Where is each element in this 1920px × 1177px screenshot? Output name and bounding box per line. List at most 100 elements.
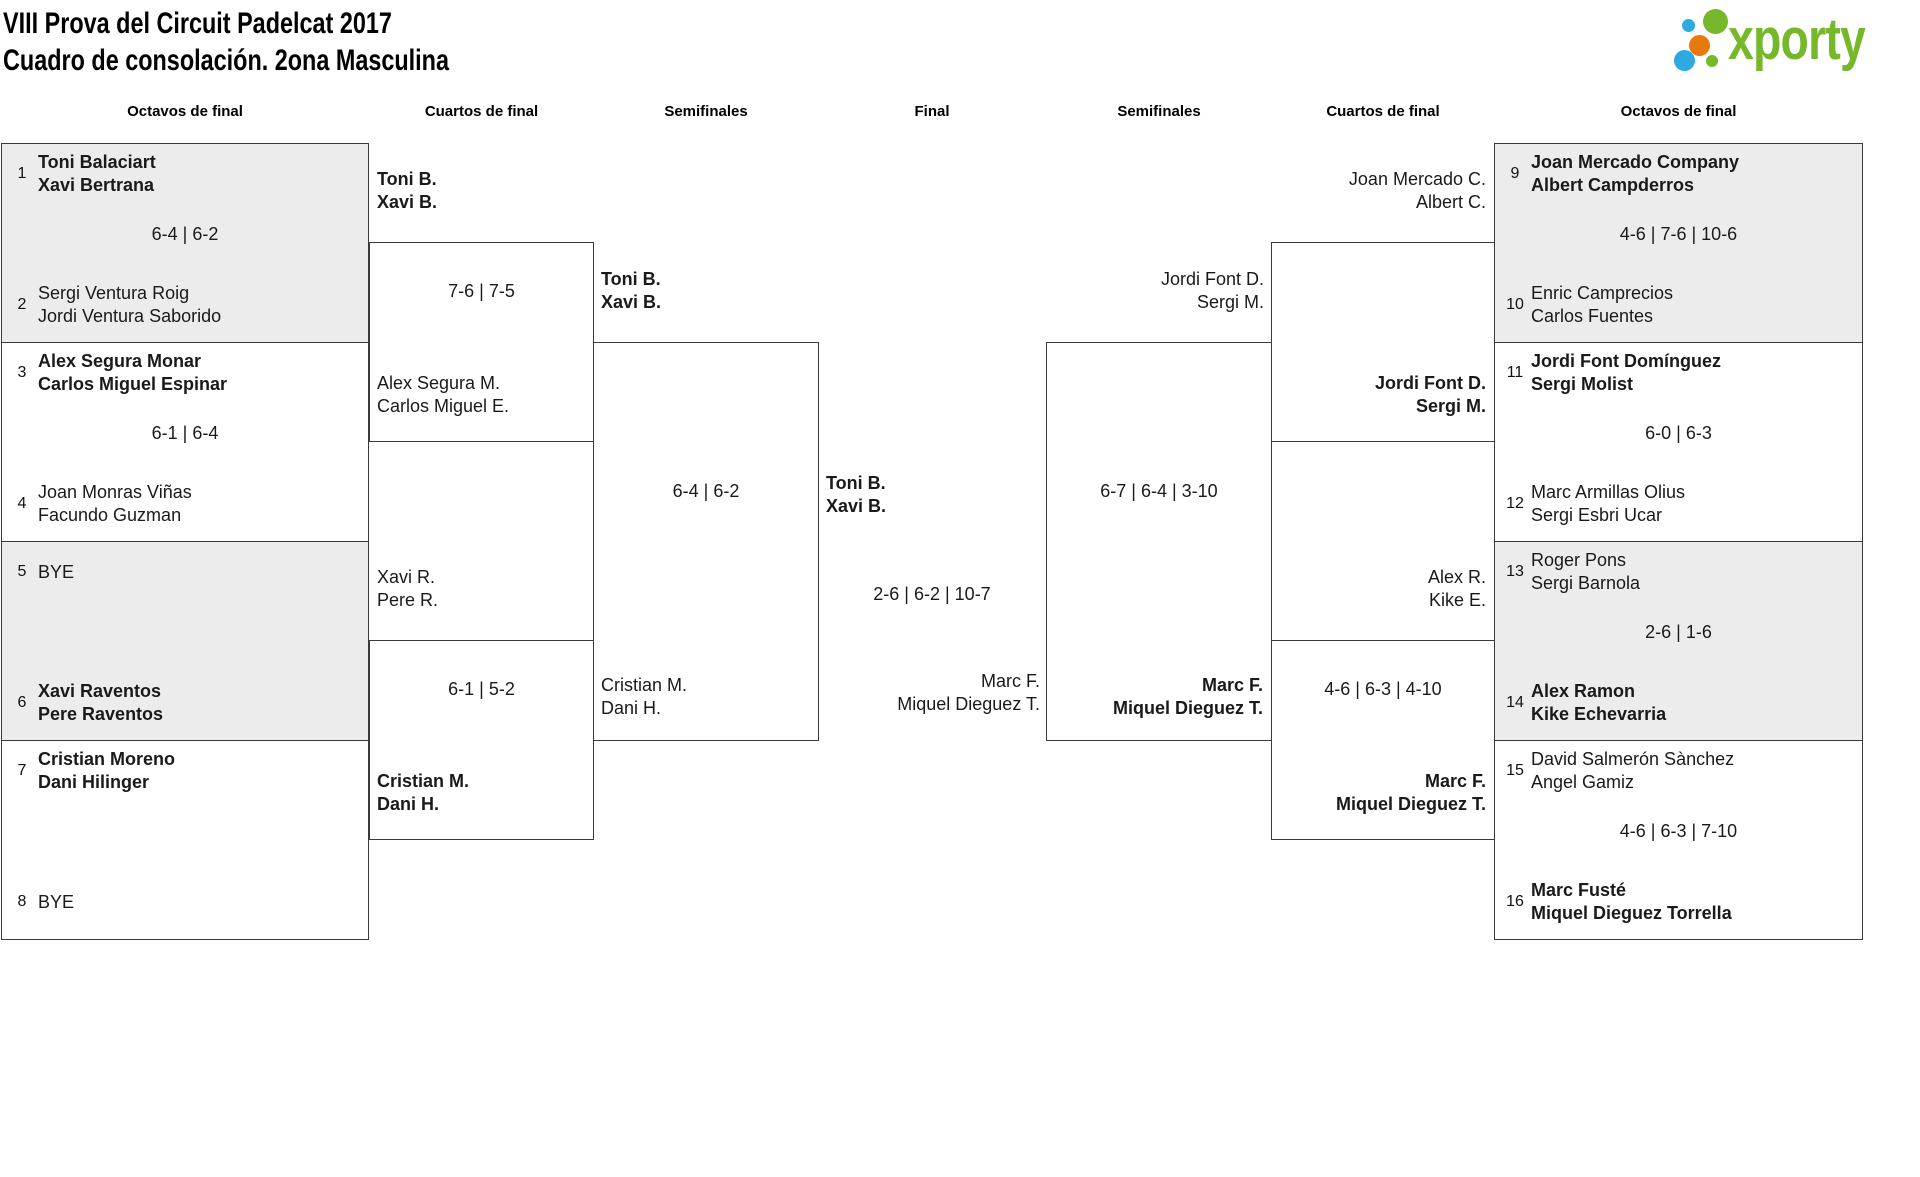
team-names: Cristian M. Dani H. — [377, 770, 469, 816]
team-names: Cristian M. Dani H. — [601, 674, 687, 720]
team-slot: 11 Jordi Font Domínguez Sergi Molist — [1503, 351, 1856, 395]
player-name: Enric Camprecios — [1531, 283, 1674, 303]
player-name: Angel Gamiz — [1531, 772, 1635, 792]
advancing-team-label: Xavi R. Pere R. — [377, 566, 438, 612]
player-name: Cristian M. — [377, 771, 470, 791]
round-header-cuartos-left: Cuartos de final — [424, 103, 539, 120]
team-slot: 2 Sergi Ventura Roig Jordi Ventura Sabor… — [10, 283, 362, 327]
player-name: Sergi Barnola — [1531, 573, 1641, 593]
final-runnerup-label: Marc F. Miquel Dieguez T. — [818, 670, 1040, 716]
round-header-octavos-right: Octavos de final — [1620, 103, 1737, 120]
player-name: Marc F. — [1424, 771, 1486, 791]
team-slot: 8 BYE — [10, 880, 362, 924]
final-winner-label: Toni B. Xavi B. — [826, 472, 886, 518]
seed-number: 4 — [17, 495, 27, 512]
player-name: Carlos Miguel Espinar — [38, 374, 228, 394]
player-name: Xavi Raventos — [38, 681, 162, 701]
match-octavos-left-2: 3 Alex Segura Monar Carlos Miguel Espina… — [1, 342, 369, 542]
round-header-octavos-left: Octavos de final — [127, 103, 243, 120]
team-names: Joan Monras Viñas Facundo Guzman — [38, 481, 192, 527]
seed-number: 16 — [1506, 893, 1524, 910]
match-score: 2-6 | 1-6 — [1645, 622, 1712, 642]
page-title-line1: VIII Prova del Circuit Padelcat 2017 — [3, 7, 392, 40]
player-name: Pere Raventos — [38, 704, 164, 724]
team-names: Sergi Ventura Roig Jordi Ventura Saborid… — [38, 282, 221, 328]
logo-dot-orange-icon — [1689, 35, 1710, 56]
team-names: Joan Mercado Company Albert Campderros — [1531, 151, 1739, 197]
final-score: 2-6 | 6-2 | 10-7 — [873, 584, 991, 604]
player-name: Miquel Dieguez T. — [1335, 794, 1486, 814]
player-name: Toni B. — [826, 473, 886, 493]
logo-dot-green-small-icon — [1706, 55, 1718, 67]
match-score: 4-6 | 7-6 | 10-6 — [1619, 224, 1738, 244]
seed-number: 13 — [1506, 563, 1524, 580]
player-name: Toni B. — [377, 169, 437, 189]
seed-number: 5 — [17, 563, 27, 580]
seed-number: 12 — [1506, 495, 1524, 512]
team-slot: 16 Marc Fusté Miquel Dieguez Torrella — [1503, 880, 1856, 924]
team-slot: 4 Joan Monras Viñas Facundo Guzman — [10, 482, 362, 526]
player-name: Xavi B. — [377, 192, 438, 212]
team-names: BYE — [38, 561, 74, 584]
team-slot: 5 BYE — [10, 550, 362, 594]
team-slot: 9 Joan Mercado Company Albert Campderros — [1503, 152, 1856, 196]
match-octavos-left-1: 1 Toni Balaciart Xavi Bertrana 6-4 | 6-2… — [1, 143, 369, 343]
player-name: Miquel Dieguez T. — [1112, 698, 1263, 718]
player-name: Pere R. — [377, 590, 439, 610]
team-names: David Salmerón Sànchez Angel Gamiz — [1531, 748, 1734, 794]
player-name: Marc Armillas Olius — [1531, 482, 1686, 502]
match-score: 6-1 | 5-2 — [448, 679, 515, 699]
player-name: Alex Ramon — [1531, 681, 1636, 701]
player-name: Carlos Miguel E. — [377, 396, 510, 416]
player-name: Sergi M. — [1415, 396, 1486, 416]
player-name: Cristian Moreno — [38, 749, 176, 769]
team-names: Xavi Raventos Pere Raventos — [38, 680, 163, 726]
player-name: BYE — [38, 561, 75, 582]
match-score: 6-4 | 6-2 — [672, 481, 740, 501]
seed-number: 2 — [17, 296, 27, 313]
team-slot: 15 David Salmerón Sànchez Angel Gamiz — [1503, 749, 1856, 793]
team-names: Alex Segura M. Carlos Miguel E. — [377, 372, 509, 418]
match-score: 6-7 | 6-4 | 3-10 — [1100, 481, 1218, 501]
seed-number: 1 — [17, 165, 27, 182]
match-semifinal-left: 6-4 | 6-2 Cristian M. Dani H. — [593, 342, 819, 741]
player-name: Dani H. — [601, 698, 662, 718]
player-name: Roger Pons — [1531, 550, 1627, 570]
player-name: Jordi Font D. — [1375, 373, 1486, 393]
logo-dot-green-large-icon — [1703, 9, 1728, 34]
player-name: Toni Balaciart — [38, 152, 156, 172]
player-name: Joan Mercado Company — [1531, 152, 1740, 172]
player-name: Alex Segura M. — [377, 373, 501, 393]
team-names: Alex Segura Monar Carlos Miguel Espinar — [38, 350, 227, 396]
player-name: BYE — [38, 891, 75, 912]
player-name: Xavi Bertrana — [38, 175, 155, 195]
advancing-team-label: Jordi Font D. Sergi M. — [1046, 268, 1264, 314]
match-cuartos-left-1: 7-6 | 7-5 Alex Segura M. Carlos Miguel E… — [369, 242, 594, 442]
seed-number: 3 — [17, 364, 27, 381]
player-name: Sergi Ventura Roig — [38, 283, 190, 303]
player-name: Jordi Ventura Saborido — [38, 306, 222, 326]
seed-number: 10 — [1506, 296, 1524, 313]
player-name: Marc F. — [980, 671, 1040, 691]
player-name: Sergi Esbri Ucar — [1531, 505, 1663, 525]
player-name: Dani H. — [377, 794, 440, 814]
player-name: Joan Monras Viñas — [38, 482, 192, 502]
seed-number: 14 — [1506, 694, 1524, 711]
player-name: Sergi M. — [1196, 292, 1264, 312]
team-slot: 12 Marc Armillas Olius Sergi Esbri Ucar — [1503, 482, 1856, 526]
round-header-final: Final — [914, 103, 950, 120]
match-score: 4-6 | 6-3 | 4-10 — [1324, 679, 1442, 699]
player-name: Facundo Guzman — [38, 505, 182, 525]
logo-wordmark: xporty — [1728, 7, 1866, 72]
team-slot: 13 Roger Pons Sergi Barnola — [1503, 550, 1856, 594]
page-title-line2: Cuadro de consolación. 2ona Masculina — [3, 44, 450, 77]
team-names: Cristian Moreno Dani Hilinger — [38, 748, 175, 794]
player-name: Miquel Dieguez T. — [897, 694, 1040, 714]
team-names: Marc F. Miquel Dieguez T. — [1280, 770, 1486, 816]
match-score: 7-6 | 7-5 — [448, 281, 515, 301]
team-names: Toni Balaciart Xavi Bertrana — [38, 151, 156, 197]
player-name: Joan Mercado C. — [1348, 169, 1486, 189]
player-name: Dani Hilinger — [38, 772, 150, 792]
team-names: Jordi Font Domínguez Sergi Molist — [1531, 350, 1721, 396]
seed-number: 9 — [1510, 165, 1520, 182]
